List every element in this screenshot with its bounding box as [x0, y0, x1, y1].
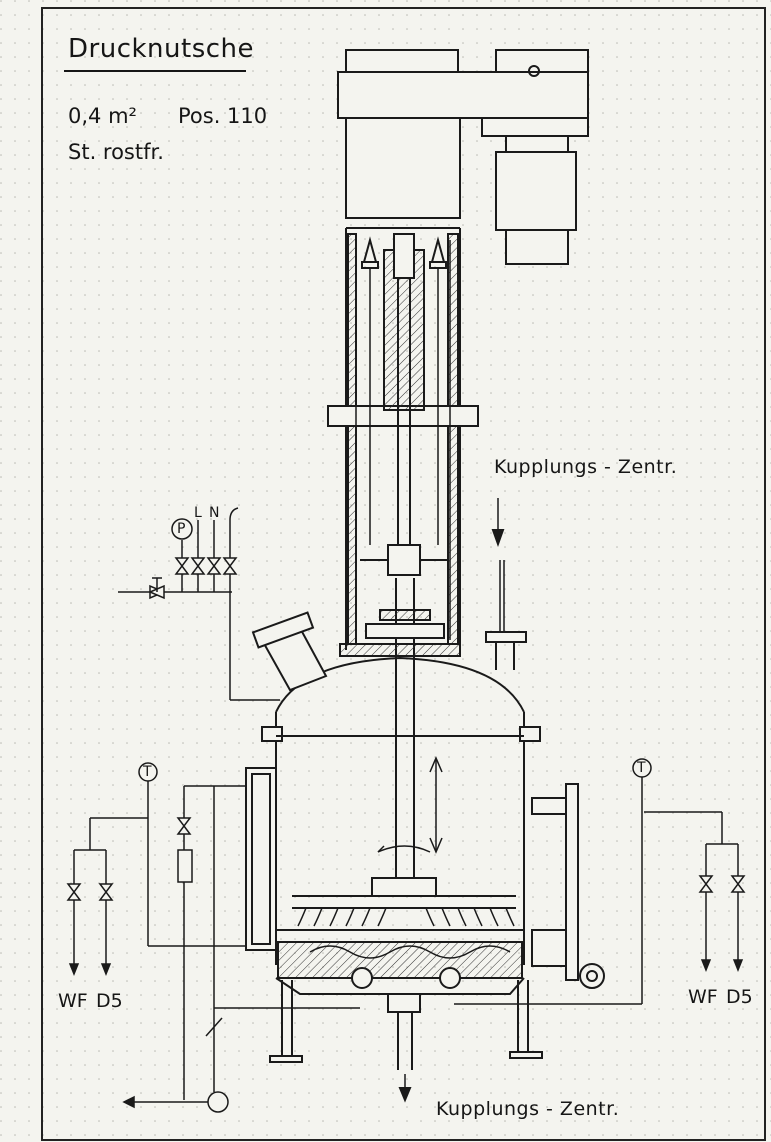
- filter-area-label: 0,4 m²: [68, 104, 137, 128]
- nitrogen-line-label: N: [209, 505, 220, 521]
- right-service-lines: [454, 758, 746, 1005]
- thermometer-left-label: T: [143, 764, 152, 780]
- shaft-housing: [327, 227, 479, 650]
- drive-motor: [337, 49, 589, 265]
- agitator-shaft: [365, 578, 445, 897]
- thermometer-right-label: T: [637, 760, 646, 776]
- position-label: Pos. 110: [178, 104, 268, 128]
- material-label: St. rostfr.: [68, 140, 164, 164]
- utility-right-d5: D5: [726, 986, 753, 1008]
- coupling-label-top: Kupplungs - Zentr.: [494, 456, 678, 478]
- filter-vessel: [245, 498, 605, 1103]
- gas-manifold: [118, 507, 280, 701]
- utility-left-d5: D5: [96, 990, 123, 1012]
- sheet-frame: [41, 7, 766, 1141]
- left-service-lines: [66, 762, 360, 1113]
- utility-left-wf: WF: [58, 990, 88, 1012]
- pressure-gauge-label: P: [177, 521, 186, 537]
- level-line-label: L: [194, 505, 202, 521]
- coupling-label-bottom: Kupplungs - Zentr.: [436, 1098, 620, 1120]
- utility-right-wf: WF: [688, 986, 718, 1008]
- title-underline: [64, 70, 246, 72]
- drawing-title: Drucknutsche: [68, 34, 255, 64]
